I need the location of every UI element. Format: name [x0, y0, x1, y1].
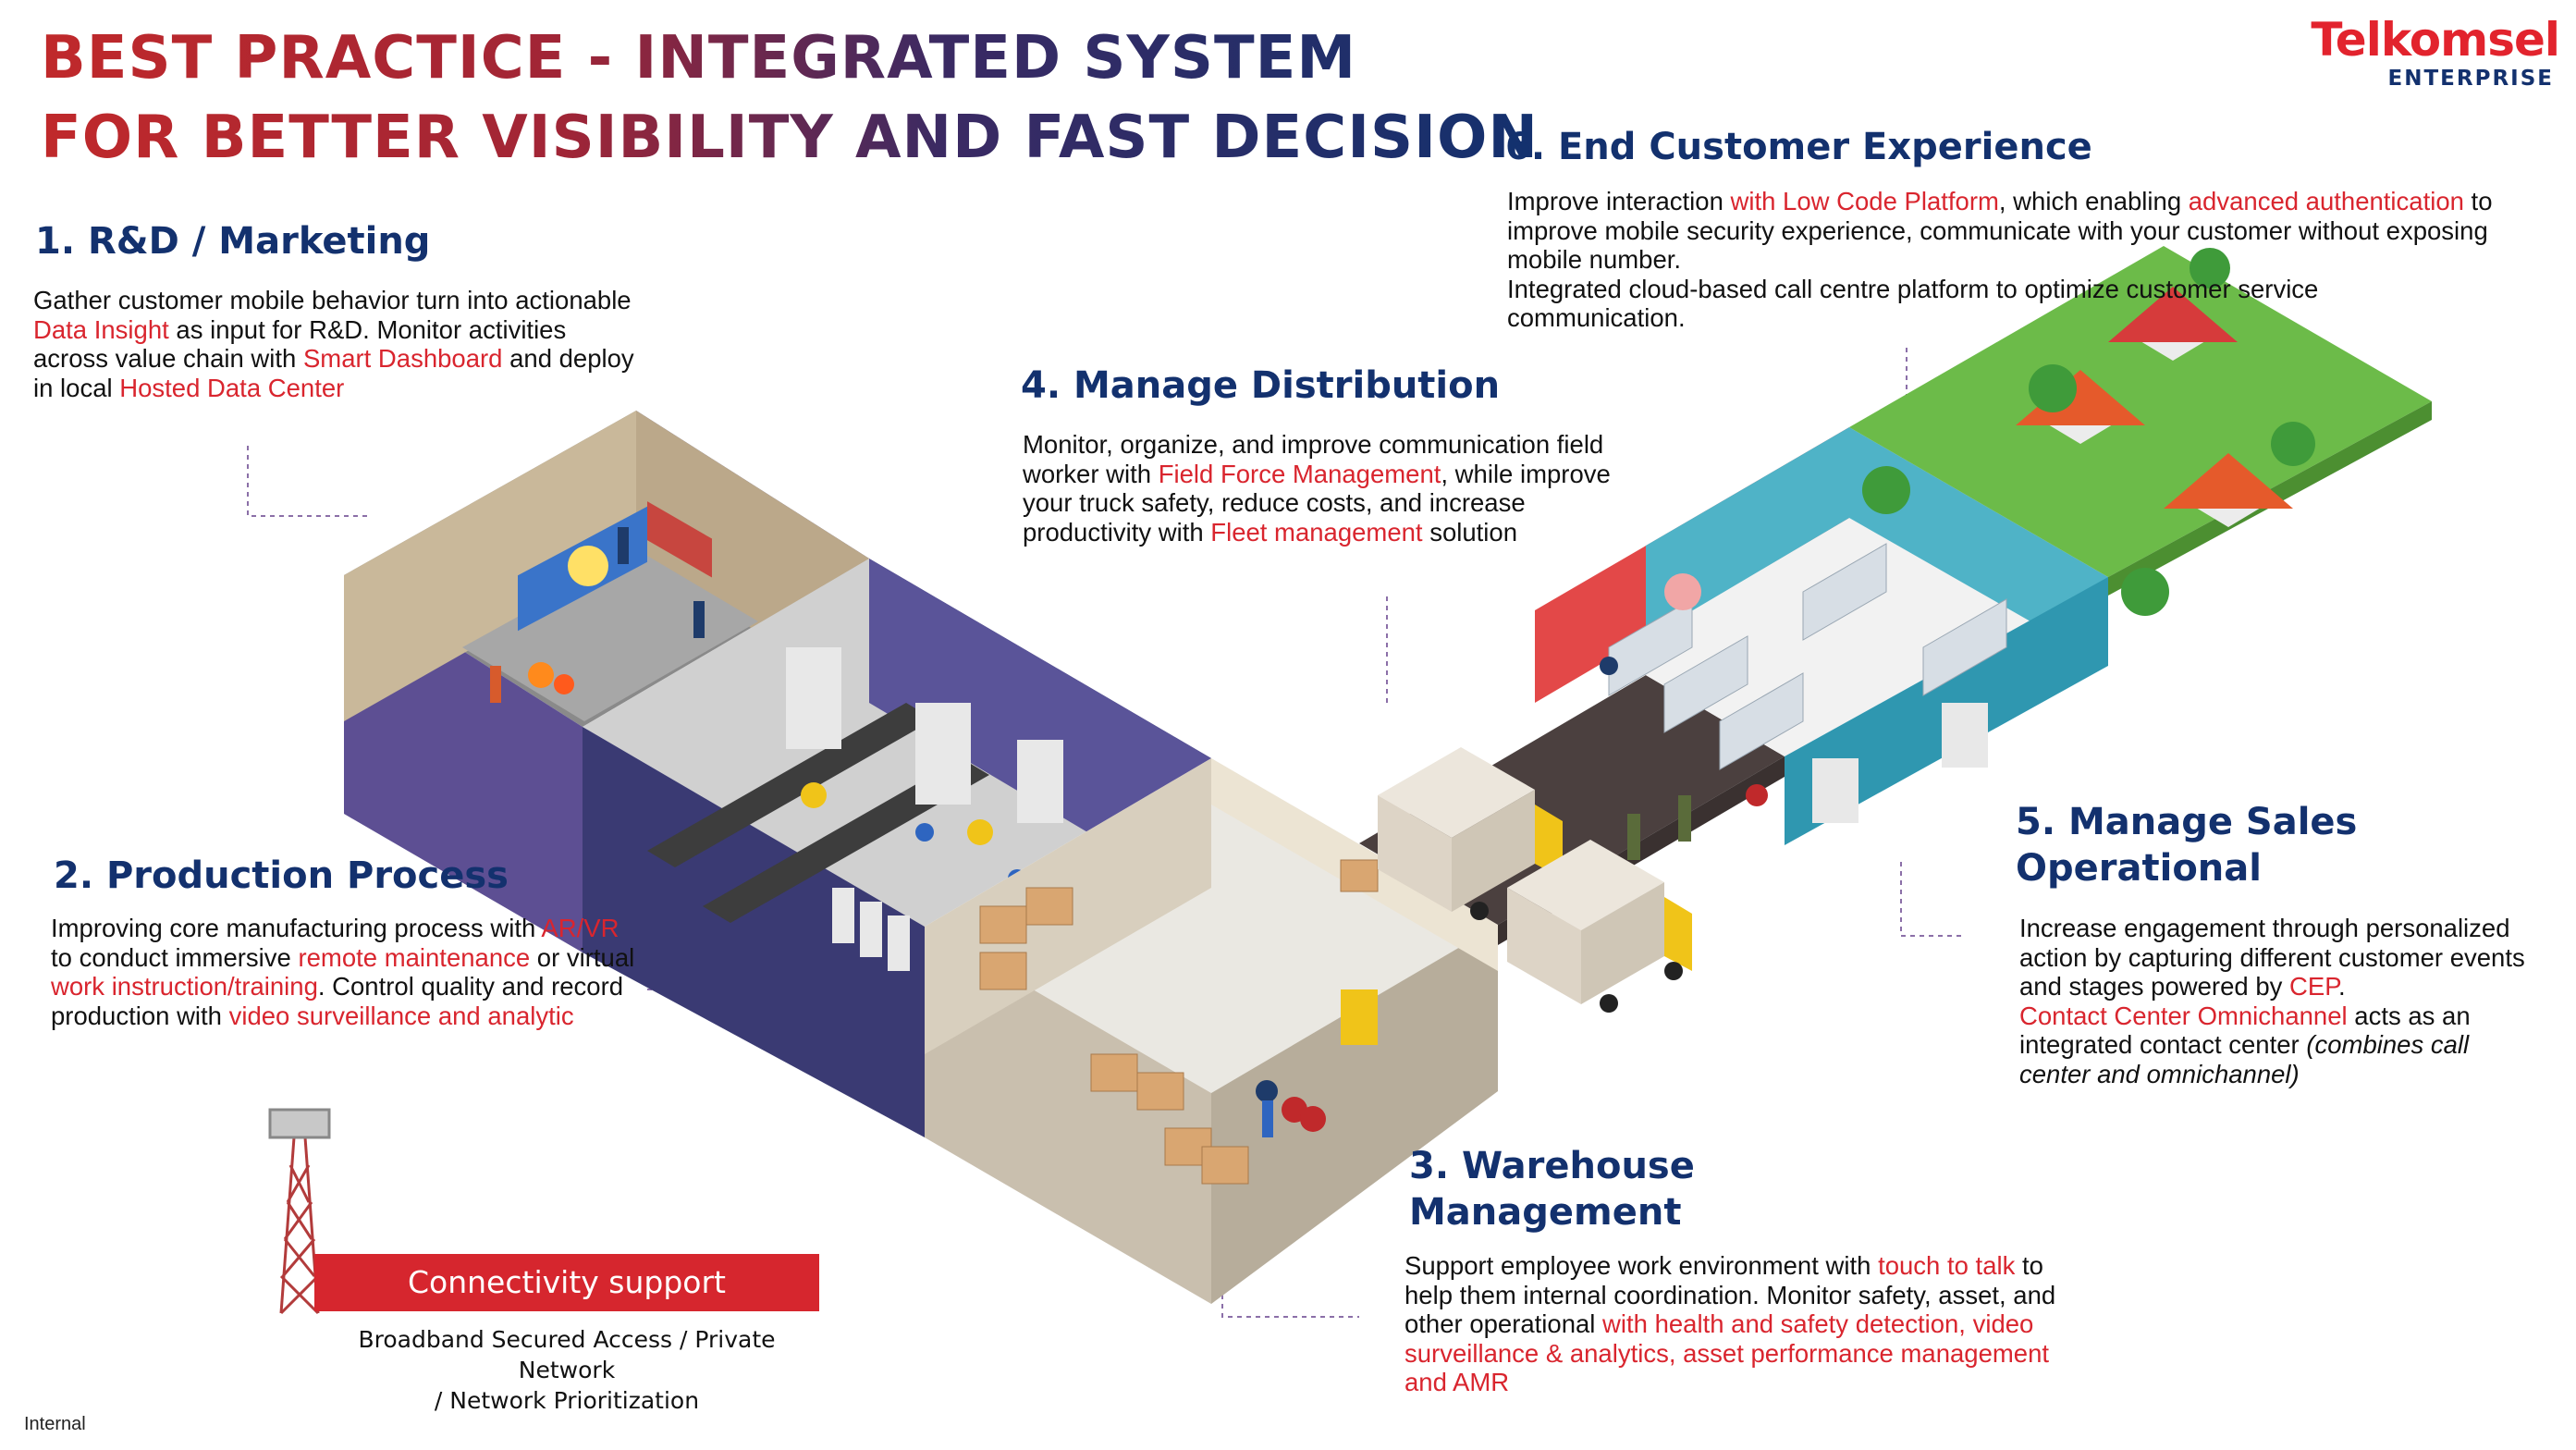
distribution-highlight-field-force: Field Force Management [1158, 459, 1441, 488]
experience-text-4: Integrated cloud-based call centre platf… [1507, 274, 2319, 333]
production-highlight-arvr: AR/VR [541, 914, 619, 942]
rnd-text-3: and deploy in local [33, 344, 634, 402]
experience-highlight-authentication: advanced authentication [2188, 187, 2464, 215]
truck [1378, 747, 1563, 920]
section-production-body: Improving core manufacturing process wit… [51, 914, 643, 1030]
neighborhood-houses [1849, 246, 2432, 616]
enterprise-logo-subtitle: ENTERPRISE [2387, 67, 2554, 91]
experience-text-1: Improve interaction [1507, 187, 1731, 215]
production-highlight-work-instruction: work instruction/training [51, 972, 318, 1001]
distribution-dock [1359, 675, 1785, 1013]
warehouse-heading-line-2: Management [1409, 1191, 1682, 1234]
connectivity-line-2: / Network Prioritization [434, 1387, 700, 1414]
section-experience-body: Improve interaction with Low Code Platfo… [1507, 187, 2506, 333]
sales-heading-line-1: 5. Manage Sales [2016, 801, 2358, 843]
warehouse-text-2: to help them internal coordination. Moni… [1405, 1251, 2056, 1338]
sales-highlight-cep: CEP [2289, 972, 2338, 1001]
sales-text-3: acts as an integrated contact center [2019, 1001, 2471, 1060]
rnd-text-1: Gather customer mobile behavior turn int… [33, 286, 632, 314]
warehouse-text-1: Support employee work environment with [1405, 1251, 1879, 1280]
production-text-3: or virtual [530, 942, 635, 972]
sales-italic-note: (combines call center and omnichannel) [2019, 1030, 2470, 1088]
connectivity-line-1: Broadband Secured Access / Private Netwo… [358, 1326, 776, 1383]
classification-label: Internal [24, 1414, 86, 1434]
section-distribution-heading: 4. Manage Distribution [1021, 364, 1501, 407]
distribution-text-3: solution [1422, 517, 1518, 547]
production-text-1: Improving core manufacturing process wit… [51, 914, 542, 942]
experience-text-3: to improve mobile security experience, c… [1507, 187, 2493, 274]
connectivity-details: Broadband Secured Access / Private Netwo… [314, 1324, 819, 1416]
rnd-room [344, 411, 869, 952]
retail-store [1535, 427, 2108, 845]
section-warehouse-heading: 3. Warehouse Management [1409, 1143, 1695, 1235]
distribution-text-2: , while improve your truck safety, reduc… [1023, 459, 1611, 547]
production-text-2: to conduct immersive [51, 942, 299, 972]
section-sales-heading: 5. Manage Sales Operational [2016, 799, 2357, 891]
section-experience-heading: 6. End Customer Experience [1505, 126, 2092, 168]
section-sales-body: Increase engagement through personalized… [2019, 914, 2537, 1088]
warehouse-highlight-safety-detection: with health and safety detection, video … [1405, 1309, 2050, 1396]
rnd-text-2: as input for R&D. Monitor activities acr… [33, 314, 567, 374]
warehouse-highlight-touch-to-talk: touch to talk [1878, 1251, 2016, 1280]
rnd-highlight-data-insight: Data Insight [33, 314, 169, 344]
distribution-highlight-fleet-management: Fleet management [1210, 517, 1423, 547]
section-production-heading: 2. Production Process [54, 854, 509, 897]
truck [1507, 840, 1692, 1013]
section-distribution-body: Monitor, organize, and improve communica… [1023, 430, 1614, 547]
experience-text-2: , which enabling [1998, 187, 2189, 215]
production-text-4: . Control quality and record production … [51, 972, 624, 1030]
production-highlight-remote-maintenance: remote maintenance [298, 942, 531, 972]
rnd-highlight-hosted-data-center: Hosted Data Center [119, 373, 345, 402]
sales-text-1: Increase engagement through personalized… [2019, 914, 2525, 1001]
rnd-highlight-smart-dashboard: Smart Dashboard [302, 344, 503, 373]
experience-highlight-low-code: with Low Code Platform [1730, 187, 1999, 215]
section-rnd-heading: 1. R&D / Marketing [35, 220, 431, 263]
telkomsel-logo: Telkomsel [2311, 13, 2560, 67]
section-warehouse-body: Support employee work environment with t… [1405, 1251, 2070, 1397]
section-rnd-body: Gather customer mobile behavior turn int… [33, 286, 644, 402]
warehouse [925, 758, 1498, 1304]
sales-text-2: . [2338, 972, 2346, 1001]
production-floor [583, 559, 1211, 1137]
warehouse-heading-line-1: 3. Warehouse [1409, 1145, 1695, 1187]
sales-highlight-contact-center: Contact Center Omnichannel [2019, 1001, 2348, 1030]
sales-heading-line-2: Operational [2016, 847, 2262, 890]
distribution-text-1: Monitor, organize, and improve communica… [1023, 430, 1604, 488]
connectivity-support-banner: Connectivity support [314, 1254, 819, 1311]
production-highlight-video-surveillance: video surveillance and analytic [228, 1001, 574, 1030]
